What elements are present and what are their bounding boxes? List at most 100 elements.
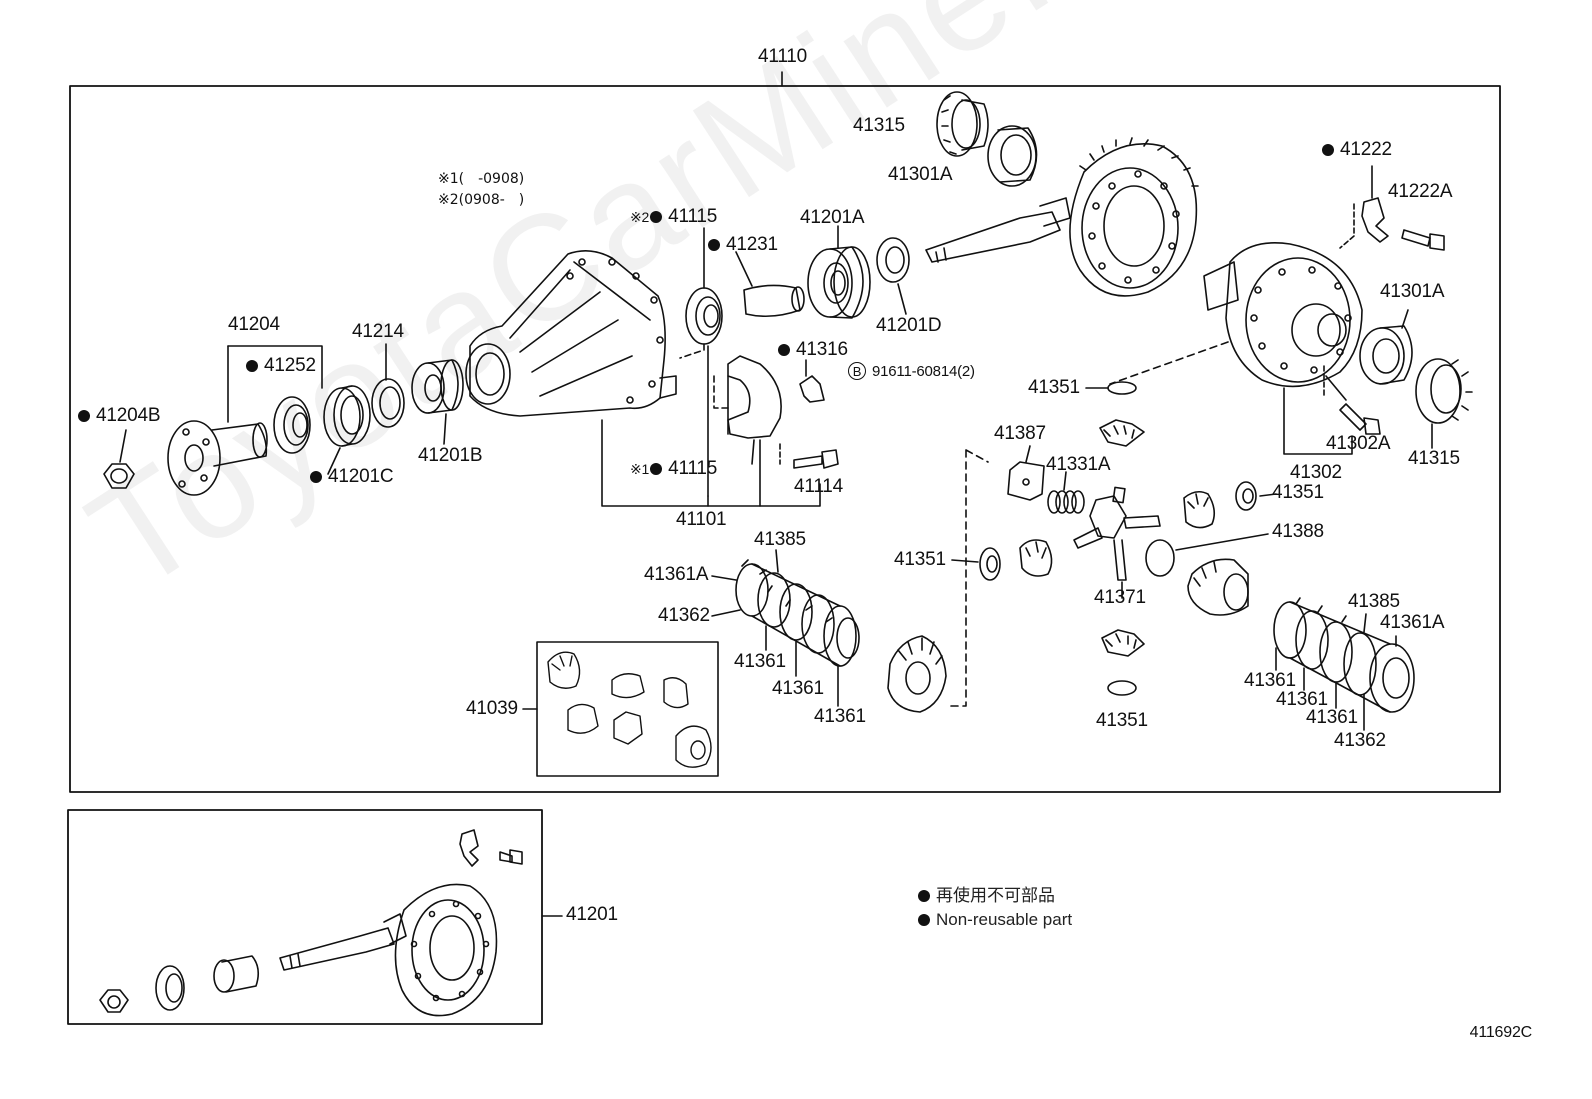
label-41204b: 41204B	[78, 406, 161, 426]
label-41315-top: 41315	[853, 115, 905, 136]
washer-41351b	[951, 547, 1001, 581]
label-41361-r1: 41361	[1244, 670, 1296, 691]
legend-en: Non-reusable part	[918, 910, 1072, 930]
side-gear-left	[887, 635, 947, 713]
label-41302a: 41302A	[1326, 433, 1391, 454]
label-41361a-right: 41361A	[1380, 612, 1445, 633]
ring-pinion-set	[99, 829, 523, 1017]
label-41201d: 41201D	[876, 315, 942, 336]
spring-41331a	[1047, 471, 1085, 514]
side-gear-right	[1187, 558, 1249, 616]
pinion-shaft-41371	[1073, 486, 1161, 599]
washer-41351c	[1235, 481, 1277, 511]
bearing-41315-right	[1415, 358, 1473, 449]
thrust-block-41388	[1145, 533, 1269, 577]
note-1-text: ( -0908)	[458, 171, 525, 187]
label-41351-b: 41351	[1272, 482, 1324, 503]
pinion-gear-left	[1019, 539, 1053, 577]
pinion-gear-right	[1183, 490, 1216, 529]
label-41361a-left: 41361A	[644, 564, 709, 585]
ring-pinion-frame	[67, 809, 543, 1025]
assembly-frame	[69, 85, 1501, 793]
label-41114: 41114	[794, 476, 844, 497]
label-41385-left: 41385	[754, 529, 806, 550]
ring-gear	[1069, 137, 1199, 297]
diagram-code: 411692C	[1469, 1024, 1533, 1041]
thrust-washer-41351a	[1085, 381, 1137, 395]
bolt-41222a	[1401, 229, 1445, 251]
label-41101: 41101	[676, 509, 727, 530]
label-41316: 41316	[778, 340, 848, 360]
label-41385-right: 41385	[1348, 591, 1400, 612]
non-reusable-dot	[708, 239, 720, 251]
label-41387: 41387	[994, 423, 1046, 444]
clutch-pack-left	[711, 549, 860, 707]
drive-pinion	[925, 197, 1071, 263]
note-2: ※2(0908- )	[438, 191, 524, 209]
bolt-41302a	[1323, 365, 1381, 435]
legend-ja: 再使用不可部品	[918, 886, 1055, 906]
label-41222a: 41222A	[1388, 181, 1453, 202]
note-1-mark: ※1	[438, 171, 459, 187]
label-41214: 41214	[352, 321, 404, 342]
non-reusable-dot	[246, 360, 258, 372]
carrier-housing	[465, 250, 821, 507]
seal-41115-upper	[679, 227, 723, 497]
non-reusable-dot	[650, 463, 663, 475]
dashed-group-left	[947, 449, 989, 707]
label-41361-r3: 41361	[1306, 707, 1358, 728]
label-41361-l2: 41361	[772, 678, 824, 699]
label-41361-r2: 41361	[1276, 689, 1328, 710]
label-41331a: 41331A	[1046, 454, 1111, 475]
washer-41351d	[1107, 680, 1137, 696]
bearing-41201a	[807, 225, 871, 319]
washer-41201d	[876, 237, 910, 315]
label-41252: 41252	[246, 356, 316, 376]
label-41351-d: 41351	[1096, 710, 1148, 731]
note-1: ※1( -0908)	[438, 170, 524, 188]
bearing-41201b	[411, 359, 464, 445]
clutch-pack-right	[1273, 597, 1415, 731]
non-reusable-dot	[310, 471, 322, 483]
label-41388: 41388	[1272, 521, 1324, 542]
seal-41115-lower	[713, 355, 782, 465]
label-41315-right: 41315	[1408, 448, 1460, 469]
pinion-kit-frame	[536, 641, 719, 777]
label-41301a-right: 41301A	[1380, 281, 1445, 302]
bearing-41301a-right	[1359, 309, 1413, 385]
side-gear-upper	[1099, 419, 1145, 447]
washer-41214	[371, 343, 405, 428]
label-41201c: 41201C	[310, 467, 394, 487]
label-41039: 41039	[466, 698, 518, 719]
non-reusable-dot	[78, 410, 90, 422]
note-2-mark: ※2	[438, 192, 459, 208]
label-41351-c: 41351	[894, 549, 946, 570]
bolt-b-mark: B	[848, 362, 866, 380]
label-41110: 41110	[758, 46, 808, 67]
label-41201: 41201	[566, 904, 618, 925]
note-2-text: (0908- )	[458, 192, 525, 208]
legend-dot	[918, 914, 930, 926]
thrust-washer-lower	[1101, 629, 1145, 657]
seal-41252	[273, 396, 311, 454]
non-reusable-dot	[650, 211, 663, 223]
plate-41387	[1007, 445, 1045, 501]
label-41362-right: 41362	[1334, 730, 1386, 751]
label-41222: 41222	[1322, 140, 1392, 160]
flange-41204	[167, 345, 323, 496]
bolt-41114	[779, 443, 839, 469]
label-41361-l1: 41361	[734, 651, 786, 672]
differential-case	[1109, 242, 1363, 455]
label-41301a-top: 41301A	[888, 164, 953, 185]
label-41302: 41302	[1290, 462, 1342, 483]
label-41204: 41204	[228, 314, 280, 335]
spacer-41231	[735, 251, 805, 318]
label-41361-l3: 41361	[814, 706, 866, 727]
non-reusable-dot	[1322, 144, 1334, 156]
pinion-kit-gears	[547, 651, 712, 768]
